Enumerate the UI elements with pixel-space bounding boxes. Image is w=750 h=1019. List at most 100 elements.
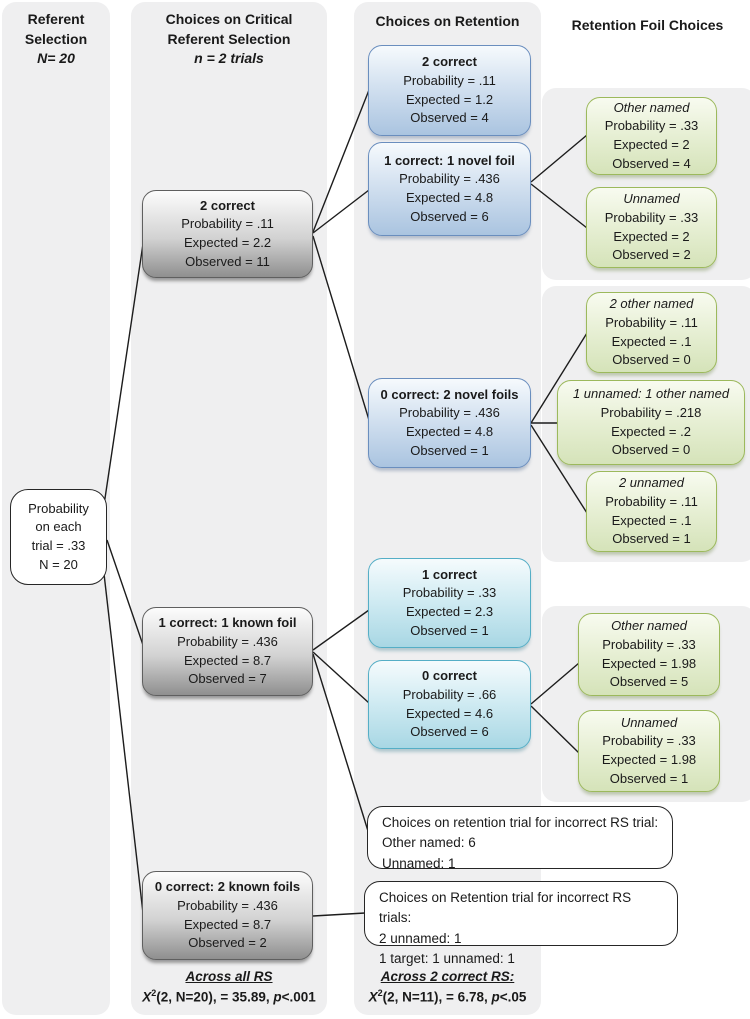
root-line: N = 20 xyxy=(39,556,78,572)
box-observed: Observed = 5 xyxy=(609,674,689,690)
box-title: 2 unnamed xyxy=(618,475,685,491)
box-title: 2 other named xyxy=(609,296,694,312)
box-observed: Observed = 1 xyxy=(410,442,489,458)
box-probability: Probability = .33 xyxy=(402,585,497,601)
connector-line xyxy=(312,609,370,651)
connector-line xyxy=(312,235,370,421)
foil-other-named-top-box: Other named Probability = .33 Expected =… xyxy=(586,97,717,175)
chi-body: (2, N=20), = 35.89, xyxy=(156,989,274,1005)
box-probability: Probability = .11 xyxy=(181,216,274,232)
footer-across-all-rs: Across all RS X2(2, N=20), = 35.89, p<.0… xyxy=(131,967,327,1008)
box-observed: Observed = 1 xyxy=(410,622,489,638)
connector-line xyxy=(530,134,588,183)
box-title: 0 correct: 2 known foils xyxy=(154,879,301,895)
box-expected: Expected = 4.8 xyxy=(405,424,494,439)
foil-2-other-named-box: 2 other named Probability = .11 Expected… xyxy=(586,292,717,373)
column-band-critical-rs xyxy=(131,2,327,1015)
connector-line xyxy=(530,332,588,424)
footer-title: Across 2 correct RS: xyxy=(380,969,515,984)
p-symbol: p xyxy=(273,989,282,1005)
box-expected: Expected = 4.6 xyxy=(405,705,494,721)
header-line: Selection xyxy=(24,30,88,47)
retention-1-correct-box: 1 correct Probability = .33 Expected = 2… xyxy=(368,558,531,648)
box-expected: Expected = .1 xyxy=(611,333,692,349)
box-title: 0 correct xyxy=(422,668,477,684)
box-title: 1 correct xyxy=(422,566,477,582)
retention-2-correct-box: 2 correct Probability = .11 Expected = 1… xyxy=(368,45,531,136)
box-title: 2 correct xyxy=(200,197,255,213)
box-title: 1 unnamed: 1 other named xyxy=(572,386,730,402)
chi-exponent: 2 xyxy=(377,988,383,999)
box-expected: Expected = 8.7 xyxy=(183,652,272,668)
box-expected: Expected = 1.2 xyxy=(405,91,494,107)
box-title: 1 correct: 1 novel foil xyxy=(384,152,515,168)
box-observed: Observed = 1 xyxy=(612,531,691,547)
p-value: <.05 xyxy=(499,989,527,1005)
box-expected: Expected = .2 xyxy=(611,423,691,439)
foil-1-unnamed-1-other-named-box: 1 unnamed: 1 other named Probability = .… xyxy=(557,380,745,465)
foil-unnamed-top-box: Unnamed Probability = .33 Expected = 2 O… xyxy=(586,187,717,268)
root-line: trial = .33 xyxy=(31,538,86,553)
footer-chi-square: X2(2, N=11), = 6.78, p<.05 xyxy=(354,987,541,1008)
connector-line xyxy=(103,243,144,506)
box-title: 0 correct: 2 novel foils xyxy=(380,386,519,402)
box-expected: Expected = 2.3 xyxy=(405,604,494,619)
box-observed: Observed = 6 xyxy=(410,724,489,740)
box-title: Other named xyxy=(613,99,690,115)
header-line: n = 2 trials xyxy=(194,50,264,67)
box-observed: Observed = 4 xyxy=(612,155,691,171)
box-observed: Observed = 11 xyxy=(185,253,270,269)
box-title: Unnamed xyxy=(623,191,680,207)
box-probability: Probability = .11 xyxy=(605,314,698,330)
footer-title: Across all RS xyxy=(185,969,273,984)
box-probability: Probability = .436 xyxy=(399,171,500,187)
box-expected: Expected = 1.98 xyxy=(601,655,697,671)
box-expected: Expected = 2.2 xyxy=(183,235,272,250)
note-line: 1 target: 1 unnamed: 1 xyxy=(379,950,515,966)
note-incorrect-rs-trials: Choices on Retention trial for incorrect… xyxy=(364,881,678,966)
connector-line xyxy=(530,662,580,705)
header-line: Referent Selection xyxy=(167,30,291,47)
footer-chi-square: X2(2, N=20), = 35.89, p<.001 xyxy=(131,987,327,1008)
box-expected: Expected = 8.7 xyxy=(183,916,272,932)
box-observed: Observed = 4 xyxy=(410,110,489,126)
header-line: Choices on Critical xyxy=(165,11,293,27)
chi-symbol: X xyxy=(368,989,378,1005)
chi-exponent: 2 xyxy=(151,988,157,999)
connector-line xyxy=(312,653,369,832)
connector-line xyxy=(312,89,370,233)
chi-symbol: X xyxy=(142,989,152,1005)
connector-line xyxy=(312,651,370,704)
box-observed: Observed = 0 xyxy=(611,442,691,458)
rs-2-correct-box: 2 correct Probability = .11 Expected = 2… xyxy=(142,190,313,278)
header-critical-rs: Choices on Critical Referent Selection n… xyxy=(131,10,327,69)
box-observed: Observed = 6 xyxy=(410,208,489,224)
root-line: on each xyxy=(35,519,82,535)
box-expected: Expected = 2 xyxy=(613,137,690,152)
retention-0-correct-2-novel-box: 0 correct: 2 novel foils Probability = .… xyxy=(368,378,531,468)
box-probability: Probability = .33 xyxy=(604,209,699,225)
chi-body: (2, N=11), = 6.78, xyxy=(382,989,492,1005)
retention-0-correct-box: 0 correct Probability = .66 Expected = 4… xyxy=(368,660,531,749)
box-probability: Probability = .33 xyxy=(602,636,696,652)
note-line: Unnamed: 1 xyxy=(382,855,456,871)
footer-across-2-correct-rs: Across 2 correct RS: X2(2, N=11), = 6.78… xyxy=(354,967,541,1008)
connector-line xyxy=(102,564,144,914)
box-expected: Expected = 4.8 xyxy=(405,190,494,205)
connector-line xyxy=(106,539,144,646)
p-value: <.001 xyxy=(281,989,316,1005)
box-probability: Probability = .11 xyxy=(403,72,496,88)
box-probability: Probability = .33 xyxy=(604,118,699,134)
box-probability: Probability = .66 xyxy=(402,686,497,702)
box-probability: Probability = .218 xyxy=(600,404,702,420)
box-probability: Probability = .33 xyxy=(602,733,696,749)
note-line: Choices on retention trial for incorrect… xyxy=(382,815,659,830)
note-line: Other named: 6 xyxy=(382,835,476,851)
connector-line xyxy=(312,912,366,917)
box-observed: Observed = 2 xyxy=(188,935,267,951)
root-line: Probability xyxy=(28,500,89,516)
note-line: Choices on Retention trial for incorrect… xyxy=(379,890,632,926)
box-expected: Expected = .1 xyxy=(611,512,692,528)
